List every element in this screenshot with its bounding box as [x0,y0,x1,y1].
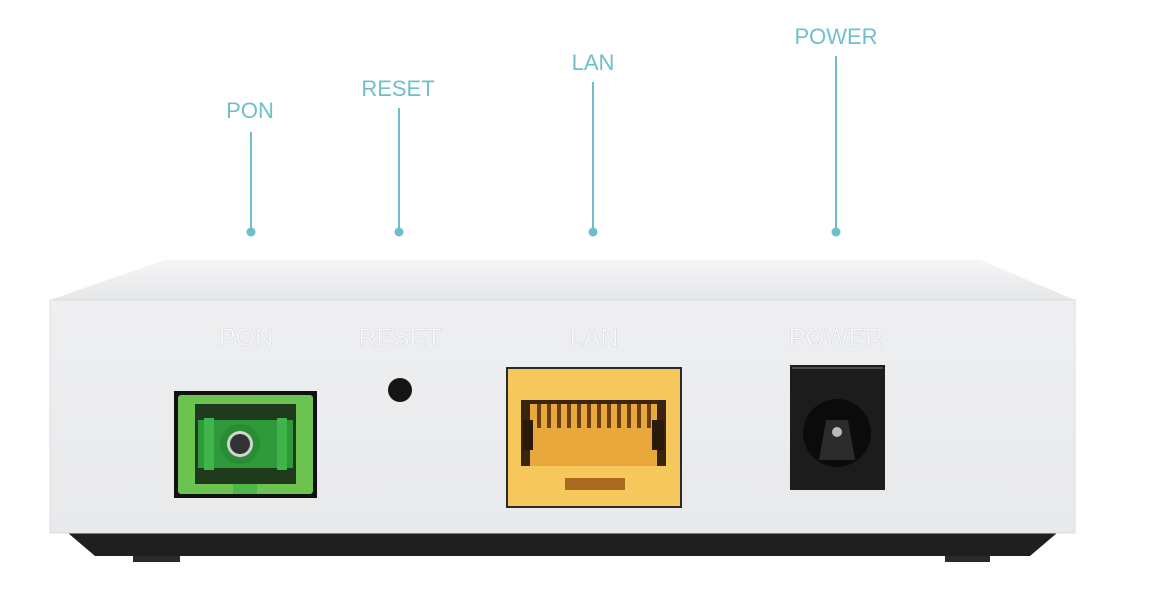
foot-right [945,552,990,562]
reset-button[interactable] [388,378,412,402]
device-top [50,260,1075,300]
callout-dot [831,227,841,237]
callout-label-reset: RESET [361,76,434,101]
panel-label-power: POWER [789,324,883,352]
power-port [790,365,885,490]
callout-lan: LAN [572,50,615,237]
pon-port [174,391,317,498]
callout-pon: PON [226,98,274,237]
callout-power: POWER [794,24,878,237]
panel-label-pon: PON [219,324,273,352]
lan-port [506,367,682,508]
callout-dot [246,227,256,237]
callout-reset: RESET [361,76,435,237]
device-base [68,533,1057,556]
panel-label-lan: LAN [570,324,619,352]
foot-left [133,552,180,562]
panel-label-reset: RESET [358,324,441,352]
callout-label-pon: PON [226,98,274,123]
callout-dot [588,227,598,237]
callout-label-power: POWER [794,24,877,49]
callout-label-lan: LAN [572,50,615,75]
callout-dot [394,227,404,237]
